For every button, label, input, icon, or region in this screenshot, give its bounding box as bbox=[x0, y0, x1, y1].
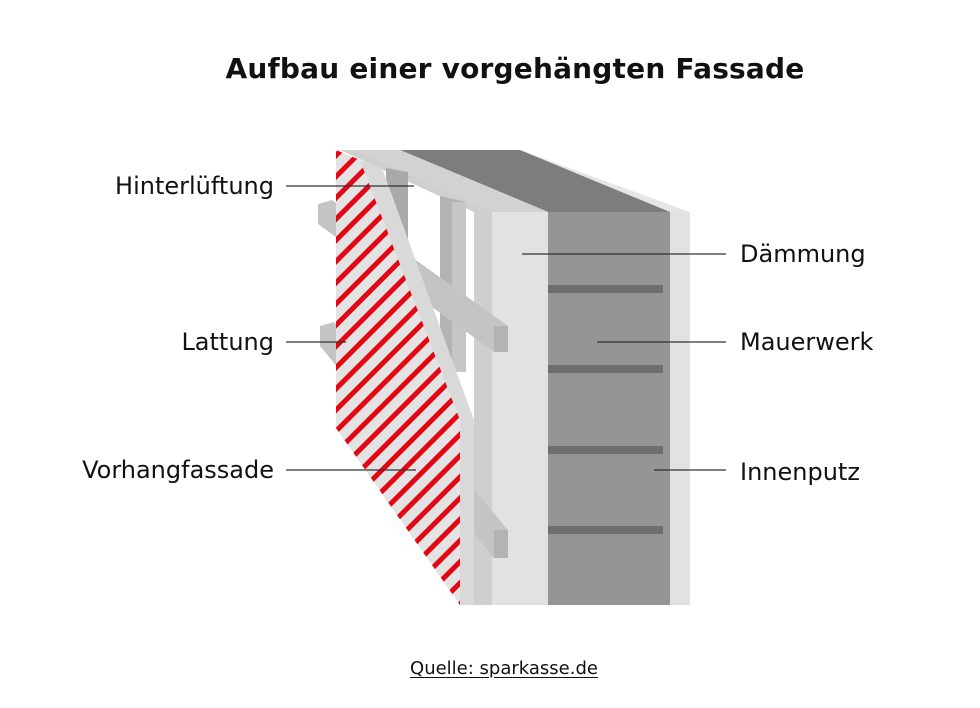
label-lattung: Lattung bbox=[181, 328, 274, 356]
label-vorhangfassade: Vorhangfassade bbox=[82, 456, 274, 484]
label-hinterlueftung: Hinterlüftung bbox=[115, 172, 274, 200]
diagram-title: Aufbau einer vorgehängten Fassade bbox=[225, 52, 805, 85]
leader-lines bbox=[286, 185, 726, 471]
curtain-facade-edge bbox=[360, 160, 474, 605]
label-innenputz: Innenputz bbox=[740, 458, 860, 486]
inner-plaster-layer bbox=[520, 150, 690, 605]
label-daemmung: Dämmung bbox=[740, 240, 866, 268]
label-mauerwerk: Mauerwerk bbox=[740, 328, 874, 356]
curtain-facade-panel bbox=[336, 150, 460, 605]
ventilation-gap bbox=[340, 150, 492, 605]
masonry-top-face bbox=[400, 150, 670, 212]
source-link[interactable]: Quelle: sparkasse.de bbox=[410, 658, 598, 679]
masonry-layer bbox=[548, 212, 670, 605]
